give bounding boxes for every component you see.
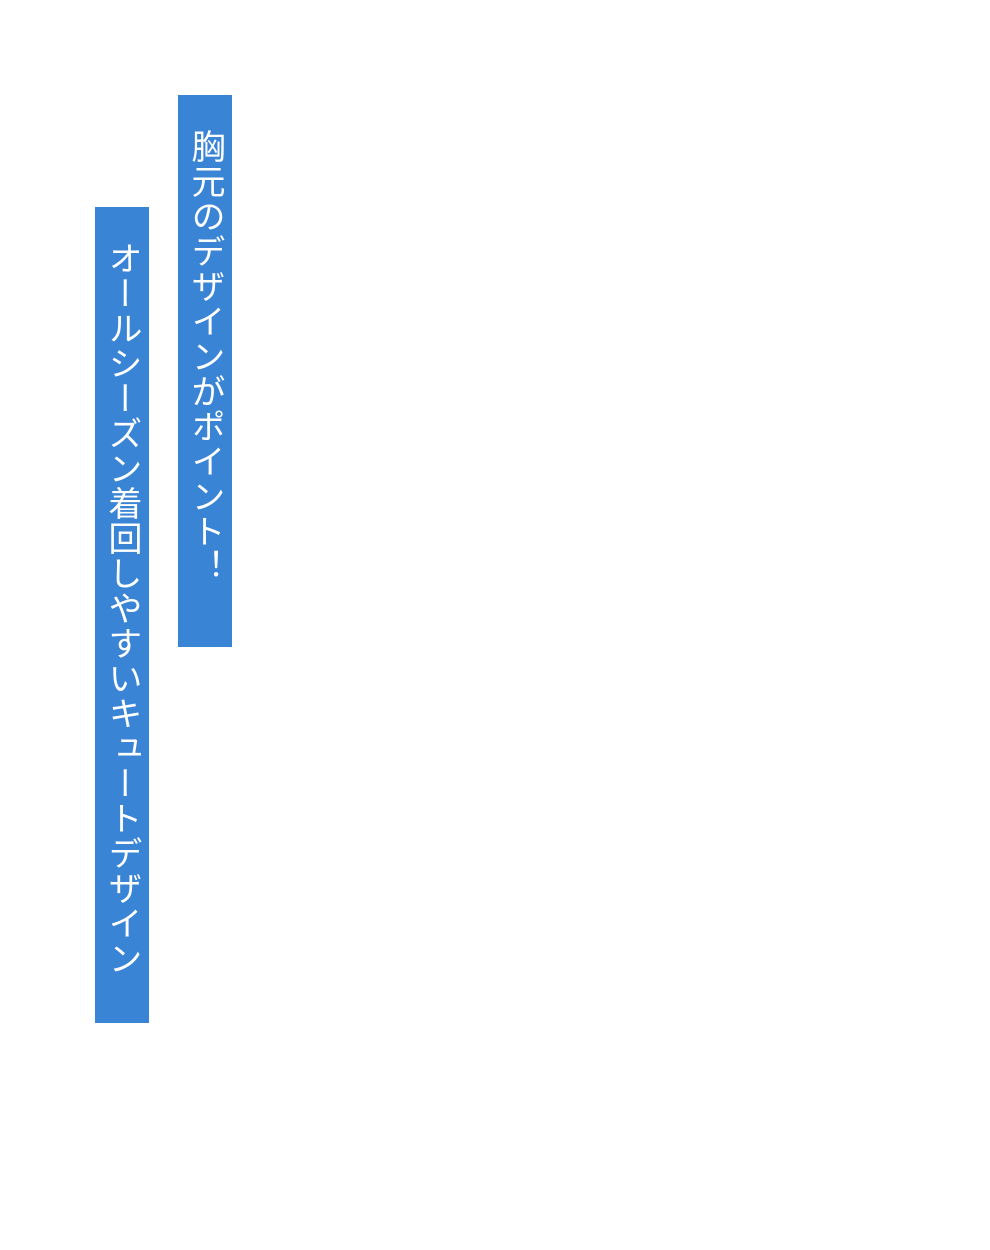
chest-design-banner-text: 胸元のデザインがポイント！	[185, 129, 225, 584]
all-season-banner: オールシーズン着回しやすいキュートデザイン	[95, 207, 149, 1023]
all-season-banner-text: オールシーズン着回しやすいキュートデザイン	[102, 241, 142, 976]
chest-design-banner: 胸元のデザインがポイント！	[178, 95, 232, 647]
